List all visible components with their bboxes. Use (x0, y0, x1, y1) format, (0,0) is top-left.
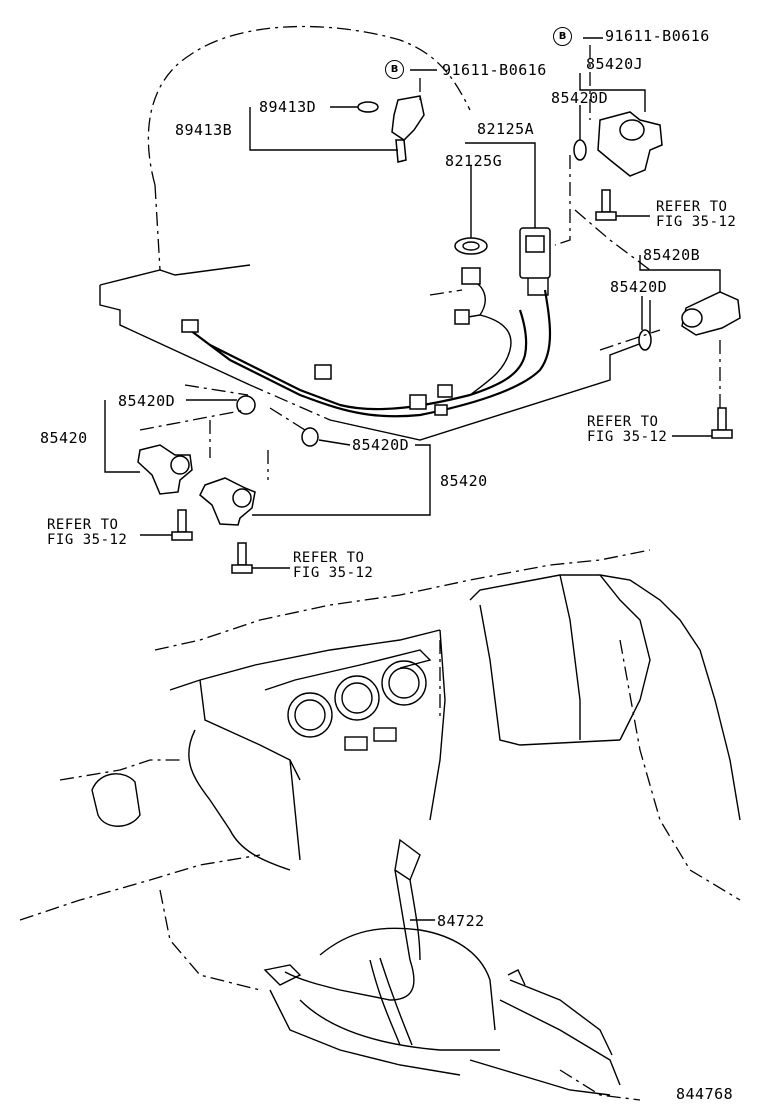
sensor-85420-left (137, 444, 193, 495)
refer-note-l-line1: REFER TO (47, 517, 119, 533)
part-label-85420-c: 85420 (440, 472, 488, 490)
part-label-91611-mid: 91611-B0616 (442, 61, 547, 79)
connector-82125a (519, 227, 551, 296)
refer-note-r2-line1: REFER TO (587, 414, 659, 430)
bolt-l (171, 509, 193, 541)
part-label-85420d-c: 85420D (352, 436, 410, 454)
grommet-82125g (454, 237, 488, 255)
refer-note-r1-line2: FIG 35-12 (656, 214, 737, 230)
part-label-82125a: 82125A (477, 120, 535, 138)
ring-89413d (357, 101, 379, 113)
bolt-code-badge: B (553, 27, 572, 46)
sensor-85420b (681, 291, 741, 336)
part-label-82125g: 82125G (445, 152, 503, 170)
sensor-85420j (597, 111, 663, 177)
diagram-id: 844768 (676, 1085, 734, 1103)
refer-note-c-line1: REFER TO (293, 550, 365, 566)
bolt-r2 (711, 407, 733, 439)
refer-note-c-line2: FIG 35-12 (293, 565, 374, 581)
dashboard-outline (19, 549, 741, 1101)
refer-note-r2-line2: FIG 35-12 (587, 429, 668, 445)
ring-85420d-r (638, 329, 652, 351)
part-label-85420d-r: 85420D (610, 278, 668, 296)
refer-note-r1-line1: REFER TO (656, 199, 728, 215)
wire-harness (181, 267, 552, 418)
part-label-85420-l: 85420 (40, 429, 88, 447)
part-label-84722: 84722 (437, 912, 485, 930)
part-label-85420b: 85420B (643, 246, 701, 264)
part-label-91611-top: 91611-B0616 (605, 27, 710, 45)
ring-85420d-c (301, 427, 319, 447)
part-label-85420d-tr: 85420D (551, 89, 609, 107)
bolt-r1 (595, 189, 617, 221)
bolt-code-badge: B (385, 60, 404, 79)
ring-85420d-tr (573, 139, 587, 161)
part-label-89413b: 89413B (175, 121, 233, 139)
leader-lines (104, 37, 721, 569)
bolt-c (231, 542, 253, 574)
sensor-89413b (391, 95, 425, 163)
sensor-85420-center (199, 477, 256, 526)
ring-85420d-l (236, 395, 256, 415)
part-label-85420d-l: 85420D (118, 392, 176, 410)
part-label-89413d: 89413D (259, 98, 317, 116)
refer-note-l-line2: FIG 35-12 (47, 532, 128, 548)
part-label-85420j: 85420J (586, 55, 644, 73)
